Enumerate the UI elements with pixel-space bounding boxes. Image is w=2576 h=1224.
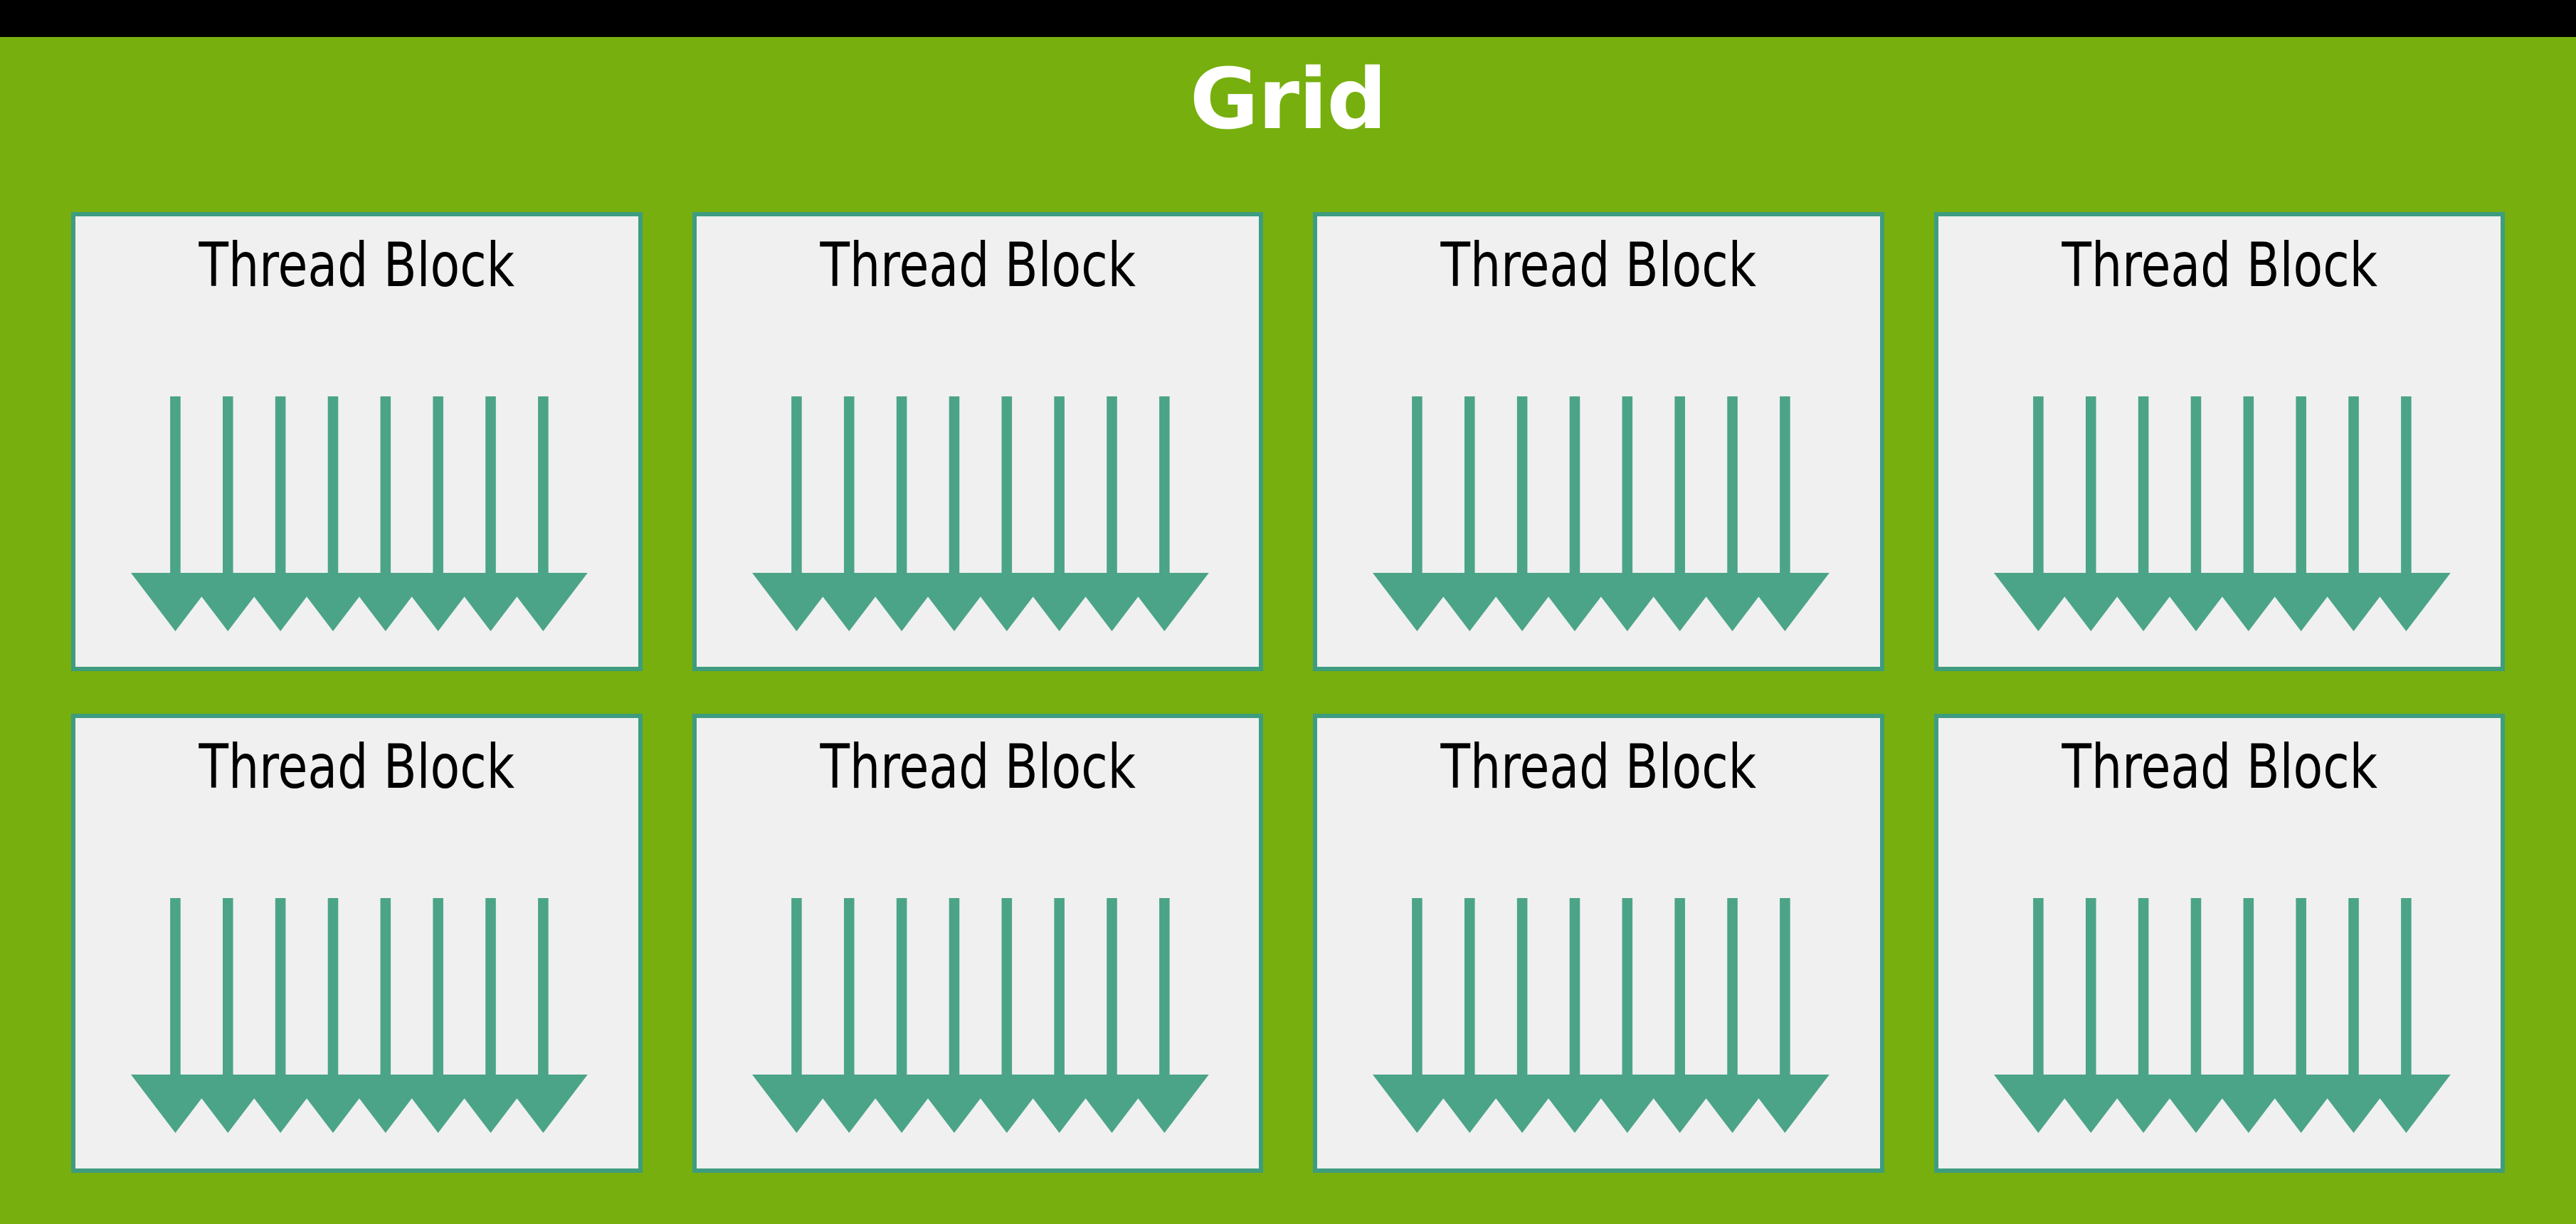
thread-arrows-group (75, 898, 638, 1133)
thread-arrows-icon (1993, 396, 2451, 631)
thread-arrows-icon (1373, 898, 1830, 1133)
thread-arrows-group (697, 898, 1260, 1133)
thread-arrows-group (75, 396, 638, 631)
thread-block-card[interactable]: Thread Block (692, 212, 1263, 671)
thread-block-card[interactable]: Thread Block (692, 714, 1263, 1173)
thread-arrows-group (1938, 396, 2501, 631)
thread-arrows-group (1317, 898, 1880, 1133)
thread-arrows-icon (131, 396, 588, 631)
thread-block-label: Thread Block (819, 230, 1136, 301)
thread-arrows-group (1317, 396, 1880, 631)
thread-block-label: Thread Block (1440, 732, 1757, 803)
thread-arrows-icon (131, 898, 588, 1133)
thread-arrows-icon (751, 396, 1209, 631)
thread-arrows-icon (1373, 396, 1830, 631)
thread-arrows-icon (751, 898, 1209, 1133)
thread-block-grid: Thread Block (71, 212, 2505, 1173)
page-title: Grid (1190, 50, 1387, 148)
thread-block-label: Thread Block (199, 732, 515, 803)
thread-block-card[interactable]: Thread Block (1313, 212, 1884, 671)
thread-block-label: Thread Block (819, 732, 1136, 803)
thread-block-card[interactable]: Thread Block (1933, 212, 2505, 671)
grid-slide: Grid Thread Block (0, 37, 2576, 1224)
thread-arrows-group (1938, 898, 2501, 1133)
thread-block-card[interactable]: Thread Block (71, 212, 643, 671)
thread-block-card[interactable]: Thread Block (71, 714, 643, 1173)
thread-block-label: Thread Block (2061, 230, 2377, 301)
thread-block-card[interactable]: Thread Block (1313, 714, 1884, 1173)
top-black-bar (0, 0, 2576, 37)
thread-block-label: Thread Block (199, 230, 515, 301)
thread-arrows-group (697, 396, 1260, 631)
thread-arrows-icon (1993, 898, 2451, 1133)
thread-block-card[interactable]: Thread Block (1933, 714, 2505, 1173)
thread-block-label: Thread Block (2061, 732, 2377, 803)
thread-block-label: Thread Block (1440, 230, 1757, 301)
